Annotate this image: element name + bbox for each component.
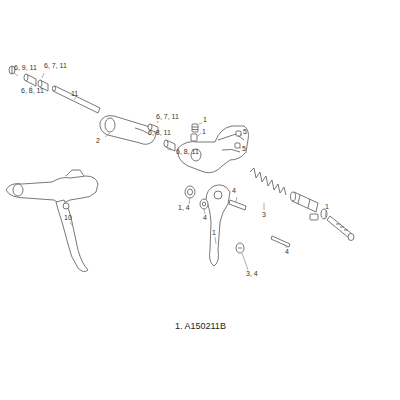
spring [250,168,286,195]
callout-number: 6, 9, 11 [14,64,37,72]
callout-number: 6, 8, 11 [176,148,199,156]
bolt [192,124,198,132]
pivot-pin [229,200,246,210]
callout-number: 1 [202,128,206,136]
bushing [164,140,175,151]
callout-number: 6, 7, 11 [44,62,67,70]
callout-number: 4 [285,248,289,256]
callout-number: 6, 8, 11 [148,129,171,137]
cap-screw [235,131,241,148]
bushing [24,74,36,86]
callout-number: 2 [96,137,100,145]
assembled-lever [6,170,98,272]
bolt [191,134,197,141]
lever-blade [206,185,230,266]
pushrod [327,216,354,241]
callout-number: 10 [64,214,72,222]
callout-number: 3, 4 [246,270,258,278]
end-cap [310,214,318,220]
o-ring [185,186,195,198]
adjust-screw [236,243,244,253]
callout-number: 11 [71,90,78,98]
callout-number: 3 [262,211,266,219]
pin [271,236,290,247]
callout-number: 5 [242,145,246,153]
piston [291,192,319,212]
callout-number: 6, 7, 11 [156,113,179,121]
callout-number: 4 [232,187,236,195]
callout-number: 1 [325,203,329,211]
callout-number: 5 [243,128,247,136]
caption: 1. A150211B [175,321,226,332]
callout-number: 4 [203,214,207,222]
clamp-body [100,116,156,145]
leader-lines [14,73,326,270]
callout-number: 1 [212,229,216,237]
seal [321,209,327,219]
pin-rod [52,86,100,113]
callout-number: 1 [203,116,207,124]
callout-number: 1, 4 [178,204,190,212]
washer [200,199,208,209]
callout-number: 6, 8, 11 [21,87,44,95]
